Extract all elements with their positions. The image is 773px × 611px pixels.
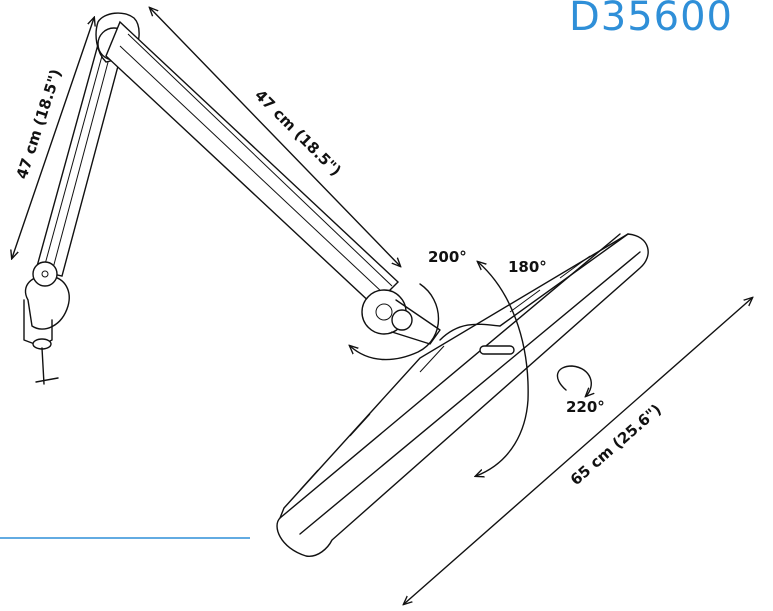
- angle-head-tilt: 180°: [508, 258, 547, 276]
- elbow-joint: [361, 289, 441, 345]
- angle-head-rotate: 220°: [566, 398, 605, 416]
- lamp-head: [276, 233, 649, 557]
- clamp-base: [23, 275, 70, 385]
- rotation-arrows: [350, 262, 591, 476]
- upper-arm: [105, 20, 400, 307]
- model-code: D35600: [568, 0, 733, 40]
- dimension-lines: [12, 8, 752, 604]
- angle-elbow: 200°: [428, 248, 467, 266]
